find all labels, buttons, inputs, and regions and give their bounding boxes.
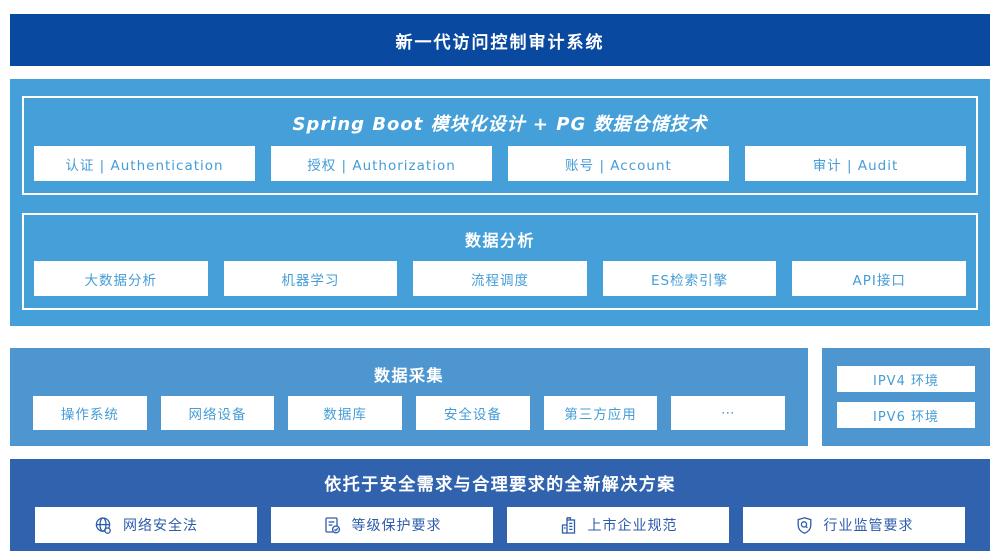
solution-label: 上市企业规范	[587, 518, 678, 534]
collect-box-os: 操作系统	[33, 396, 147, 430]
analysis-box-es: ES检索引擎	[602, 261, 777, 296]
module-box-authorization: 授权 | Authorization	[271, 146, 492, 181]
modules-section-title: Spring Boot 模块化设计 + PG 数据仓储技术	[292, 114, 708, 135]
analysis-section-title: 数据分析	[464, 231, 535, 250]
env-box-ipv4: IPV4 环境	[837, 366, 975, 392]
analysis-row: 大数据分析 机器学习 流程调度 ES检索引擎 API接口	[34, 261, 966, 296]
solution-title: 依托于安全需求与合理要求的全新解决方案	[324, 475, 676, 495]
analysis-box-bigdata: 大数据分析	[34, 261, 208, 296]
solution-panel: 依托于安全需求与合理要求的全新解决方案 网络安全法	[10, 459, 990, 551]
page-title: 新一代访问控制审计系统	[395, 32, 605, 53]
module-box-audit: 审计 | Audit	[745, 146, 966, 181]
analysis-box-workflow: 流程调度	[413, 261, 587, 296]
solution-label: 网络安全法	[123, 518, 198, 534]
collection-panel: 数据采集 操作系统 网络设备 数据库 安全设备 第三方应用 ⋯	[10, 348, 808, 446]
page-title-banner: 新一代访问控制审计系统	[10, 14, 990, 66]
building-icon	[559, 516, 578, 535]
solution-box-industry-regulation: 行业监管要求	[743, 507, 965, 543]
analysis-section: 数据分析 大数据分析 机器学习 流程调度 ES检索引擎 API接口	[22, 213, 978, 310]
collect-box-security: 安全设备	[416, 396, 530, 430]
analysis-box-ml: 机器学习	[223, 261, 398, 296]
module-box-authentication: 认证 | Authentication	[34, 146, 255, 181]
collection-boxes: 操作系统 网络设备 数据库 安全设备 第三方应用 ⋯	[33, 396, 786, 430]
solution-label: 等级保护要求	[351, 518, 442, 534]
diagram-root: 新一代访问控制审计系统 Spring Boot 模块化设计 + PG 数据仓储技…	[10, 14, 990, 551]
module-box-account: 账号 | Account	[508, 146, 729, 181]
environments-panel: IPV4 环境 IPV6 环境	[822, 348, 990, 446]
solution-box-grade-protection: 等级保护要求	[271, 507, 493, 543]
document-check-icon	[323, 516, 342, 535]
collect-box-thirdparty: 第三方应用	[543, 396, 658, 430]
solution-box-listed-company: 上市企业规范	[507, 507, 729, 543]
analysis-box-api: API接口	[792, 261, 966, 296]
collect-box-more: ⋯	[671, 396, 786, 430]
env-box-ipv6: IPV6 环境	[837, 402, 975, 428]
globe-icon	[94, 516, 113, 535]
modules-row: 认证 | Authentication 授权 | Authorization 账…	[34, 146, 966, 181]
solution-label: 行业监管要求	[823, 518, 914, 534]
collection-row: 数据采集 操作系统 网络设备 数据库 安全设备 第三方应用 ⋯ IPV4 环境 …	[10, 348, 990, 446]
modules-section: Spring Boot 模块化设计 + PG 数据仓储技术 认证 | Authe…	[22, 96, 978, 195]
collect-box-network: 网络设备	[160, 396, 275, 430]
platform-panel: Spring Boot 模块化设计 + PG 数据仓储技术 认证 | Authe…	[10, 79, 990, 326]
collect-box-database: 数据库	[288, 396, 403, 430]
solution-box-cyber-law: 网络安全法	[35, 507, 257, 543]
solution-row: 网络安全法 等级保护要求	[35, 507, 965, 543]
shield-search-icon	[795, 516, 814, 535]
collection-title: 数据采集	[373, 366, 444, 385]
